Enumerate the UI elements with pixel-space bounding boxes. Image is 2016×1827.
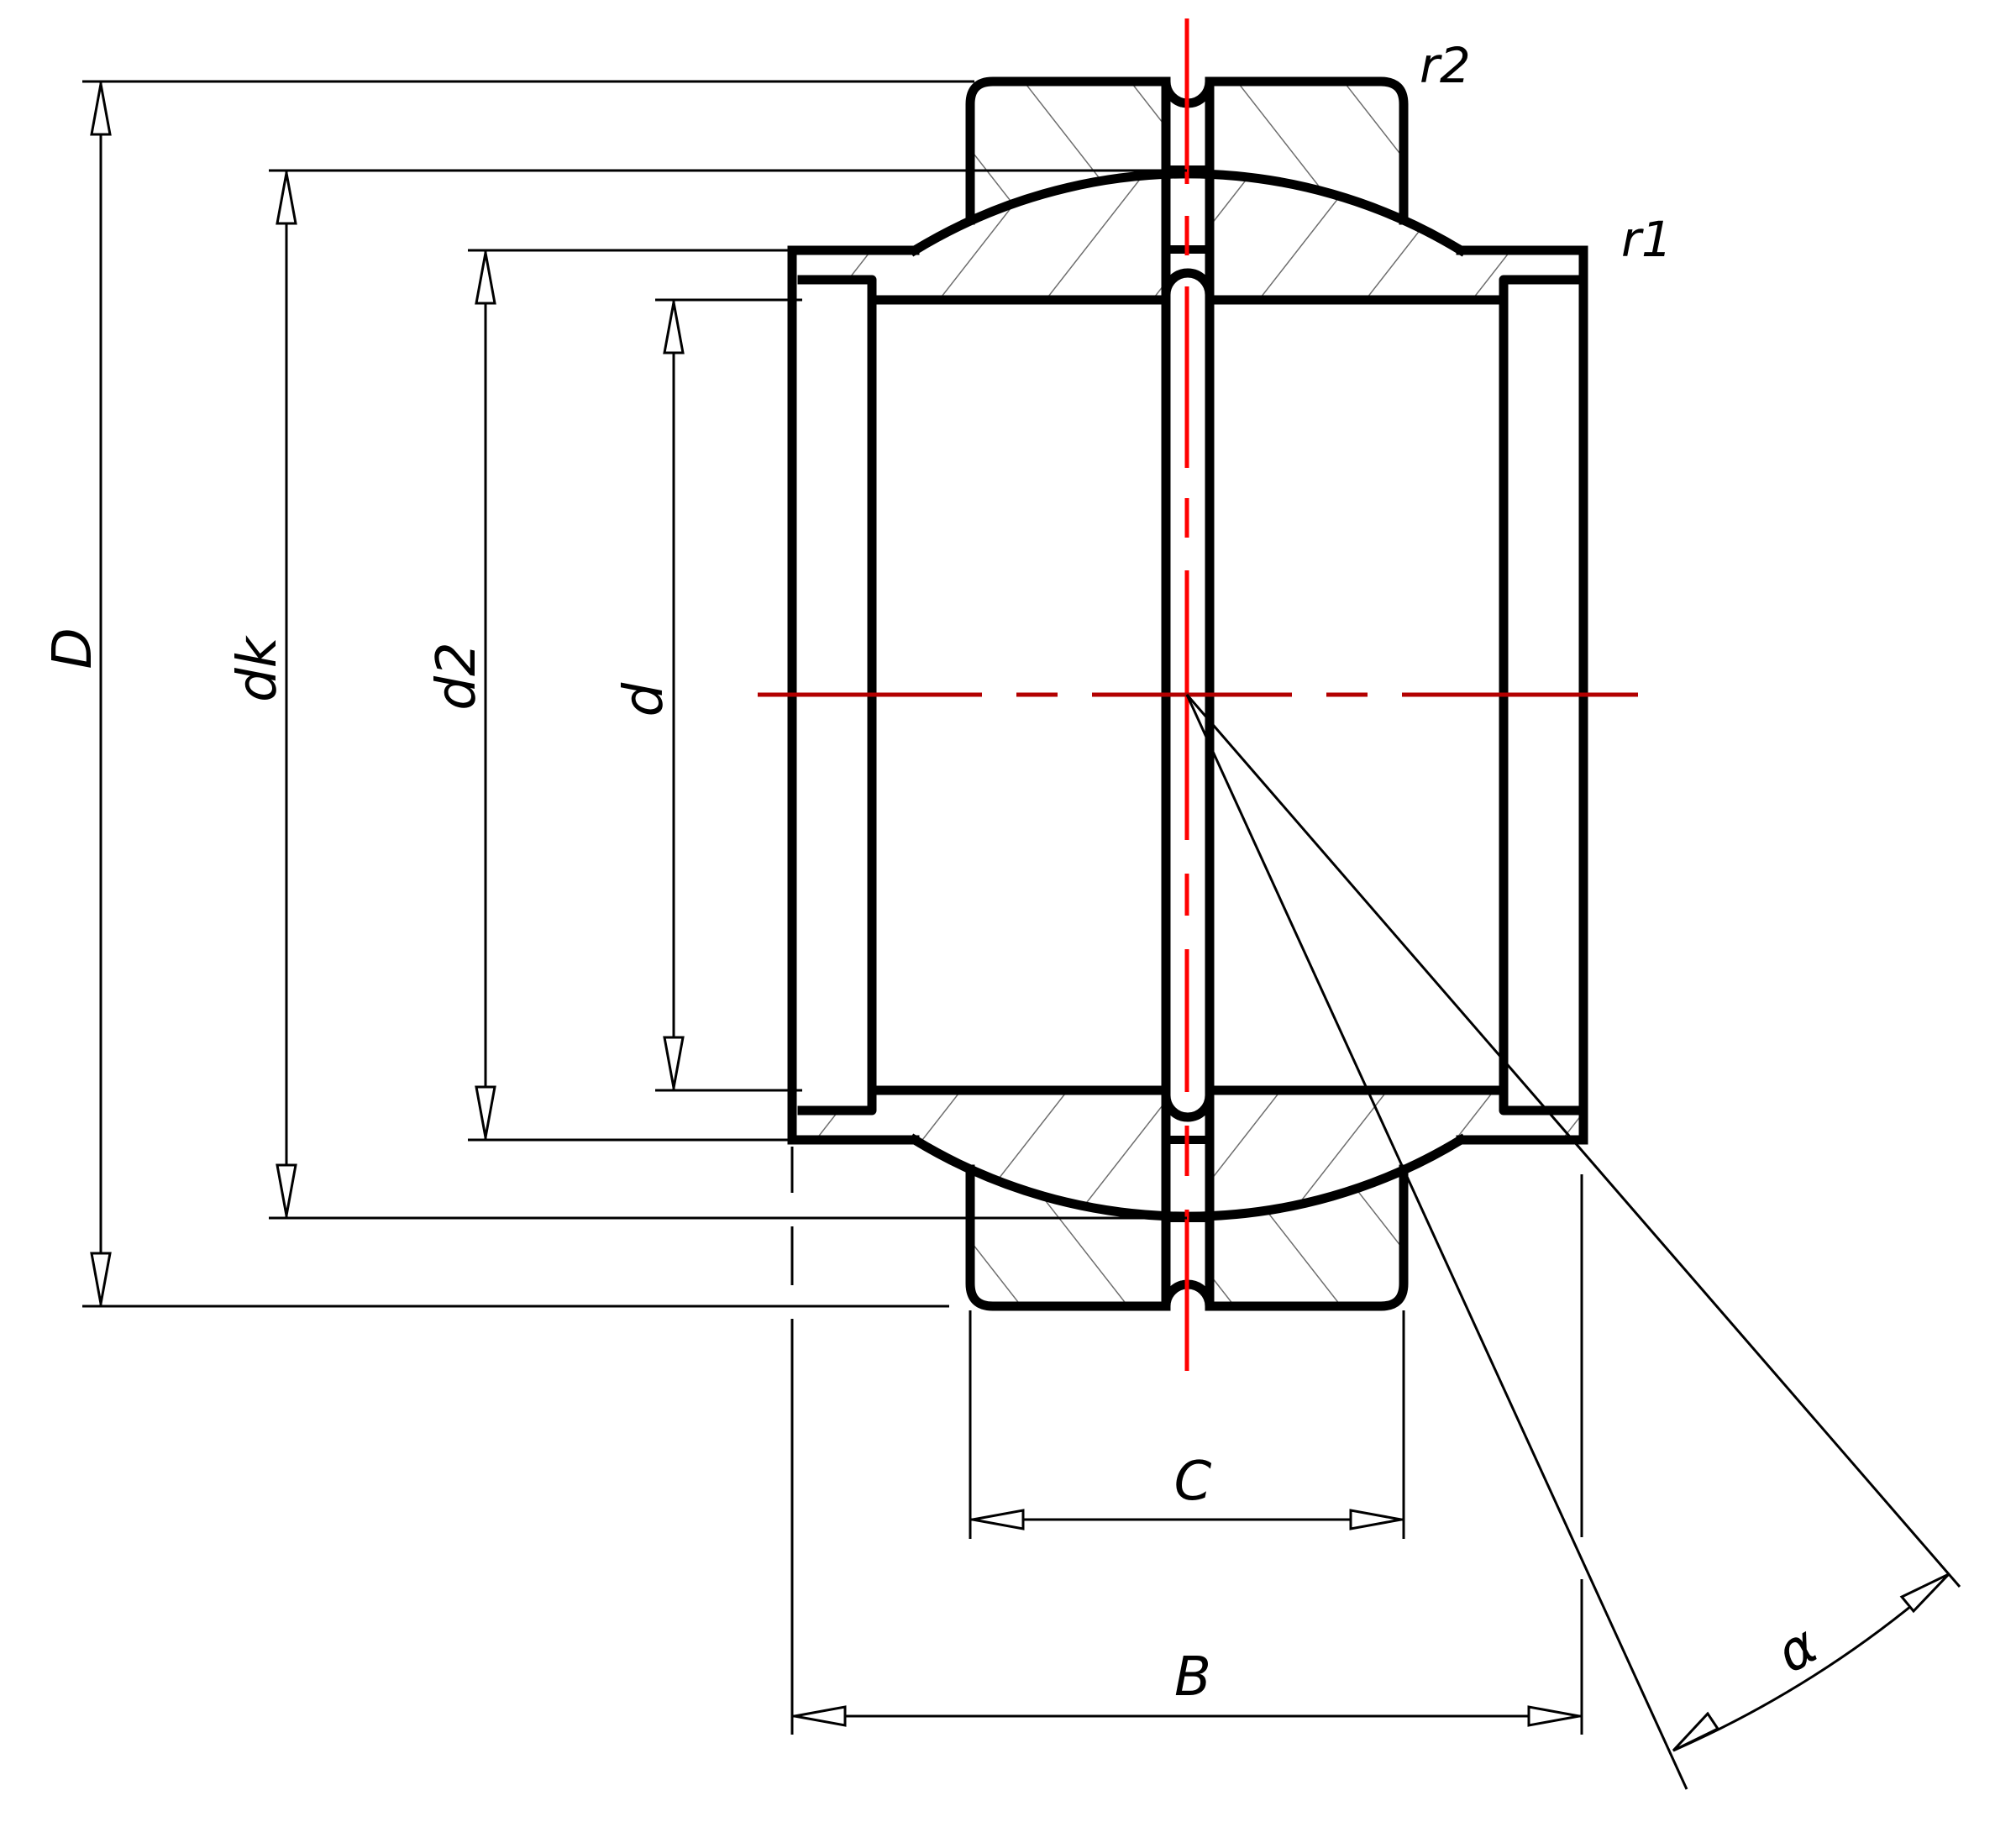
ext-alpha-line-1 — [1185, 694, 1688, 1790]
centerlines — [758, 18, 1638, 1371]
arrow-d2-bottom — [475, 1085, 496, 1138]
arrow-d2-top — [475, 252, 496, 305]
arrow-alpha-right — [1899, 1572, 1950, 1614]
arrow-d-top — [663, 302, 685, 354]
dimension-lines — [90, 81, 1950, 1752]
arrow-C-right — [1349, 1509, 1402, 1530]
extension-lines — [82, 80, 1961, 1790]
arrow-d-bottom — [663, 1036, 685, 1089]
arrow-dk-top — [276, 172, 297, 225]
label-d2: d2 — [426, 642, 488, 710]
arrow-D-bottom — [90, 1252, 112, 1305]
arrow-alpha-left — [1672, 1711, 1720, 1752]
arrow-B-right — [1527, 1705, 1580, 1727]
label-d: d — [613, 682, 675, 717]
label-D: D — [42, 627, 104, 669]
outer-ring-bottom-left — [965, 1164, 1171, 1311]
arrow-dk-bottom — [276, 1163, 297, 1216]
outer-ring-bottom-right — [1205, 1164, 1409, 1311]
label-r1: r1 — [1621, 211, 1672, 268]
slot-bottom-dome — [1161, 1090, 1215, 1122]
arrow-B-left — [794, 1705, 847, 1727]
label-dk: dk — [227, 634, 289, 702]
label-r2: r2 — [1420, 37, 1471, 94]
ext-alpha-line-2 — [1185, 694, 1961, 1588]
label-C: C — [1174, 1451, 1212, 1513]
slot-top-dome — [1161, 268, 1215, 301]
outer-ring-top-left — [965, 76, 1171, 225]
label-B: B — [1174, 1646, 1211, 1709]
arrow-D-top — [90, 83, 112, 136]
label-alpha: α — [1767, 1614, 1829, 1686]
outer-ring-top-right — [1205, 76, 1409, 225]
arrow-C-left — [972, 1509, 1025, 1530]
